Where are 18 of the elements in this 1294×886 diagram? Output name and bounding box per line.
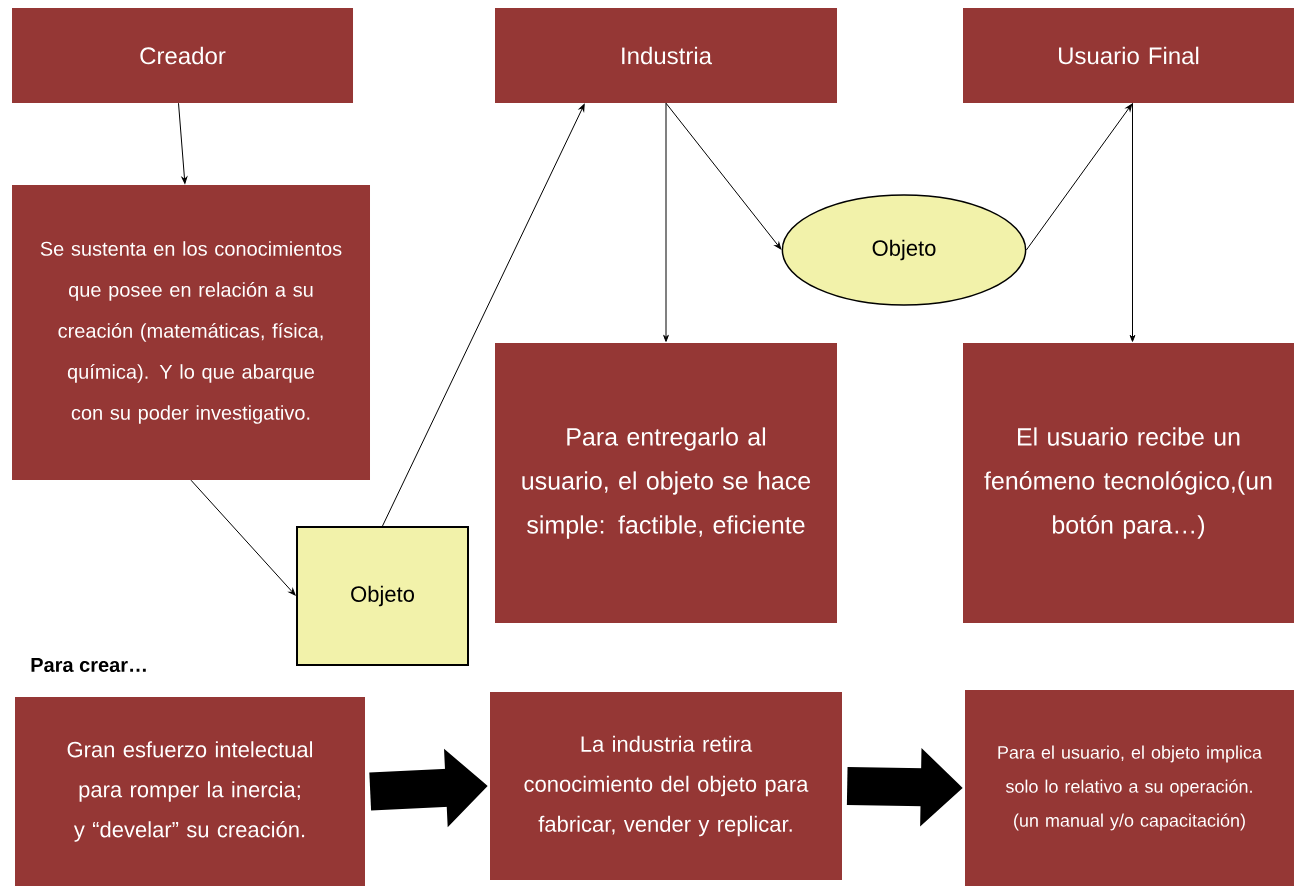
process-box: Para entregarlo al usuario, el objeto se hace simple: factible, eficiente: [495, 343, 837, 623]
heading-text: Para crear…: [31, 658, 146, 672]
process-box: Usuario Final: [963, 8, 1294, 103]
arrow: [178, 102, 188, 184]
arrow: [665, 102, 782, 250]
process-box: Gran esfuerzo intelectual para romper la inercia; y “develar” su creación.: [15, 697, 365, 886]
arrow: [663, 102, 669, 342]
process-box: Para el usuario, el objeto implica solo lo relativo a su operación. (un manual y/o capacitación): [965, 690, 1294, 886]
process-box: El usuario recibe un fenómeno tecnológico,(un botón para…): [963, 343, 1294, 623]
process-box: La industria retira conocimiento del objeto para fabricar, vender y replicar.: [490, 692, 842, 880]
arrow: [1025, 103, 1133, 251]
arrow: [190, 479, 296, 596]
process-box: Se sustenta en los conocimientos que posee en relación a su creación (matemáticas, física, química). Y lo que abarque con su poder investigativo.: [12, 185, 370, 480]
process-box: Creador: [12, 8, 353, 103]
process-box: Industria: [495, 8, 837, 103]
object-box: Objeto: [296, 526, 469, 666]
arrow: [382, 103, 585, 527]
arrow: [1129, 102, 1136, 342]
